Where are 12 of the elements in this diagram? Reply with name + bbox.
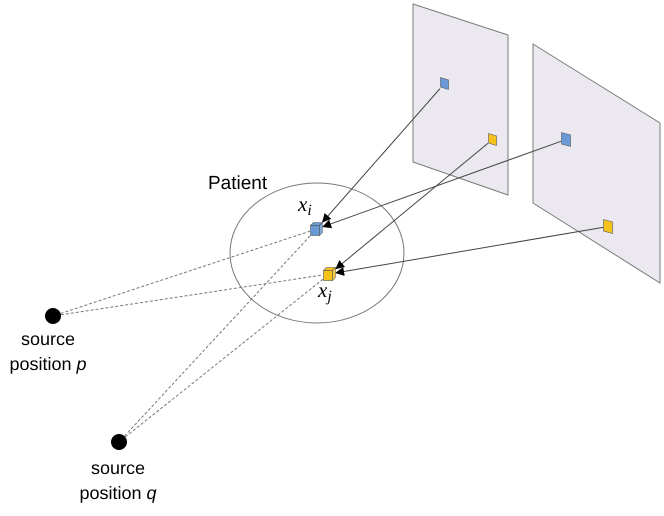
dashed-ray bbox=[60, 274, 324, 316]
voxel-label: x$_{i}$ bbox=[298, 194, 312, 215]
arrow bbox=[335, 226, 604, 276]
patient-label: Patient bbox=[208, 172, 268, 196]
dashed-ray bbox=[124, 278, 324, 438]
dashed-ray bbox=[124, 236, 310, 437]
arrow bbox=[335, 142, 488, 270]
dashed-ray bbox=[60, 230, 310, 314]
arrow bbox=[322, 88, 440, 223]
source-label: source position q bbox=[78, 457, 158, 506]
arrow bbox=[322, 140, 562, 228]
source-label: source position p bbox=[8, 328, 88, 376]
